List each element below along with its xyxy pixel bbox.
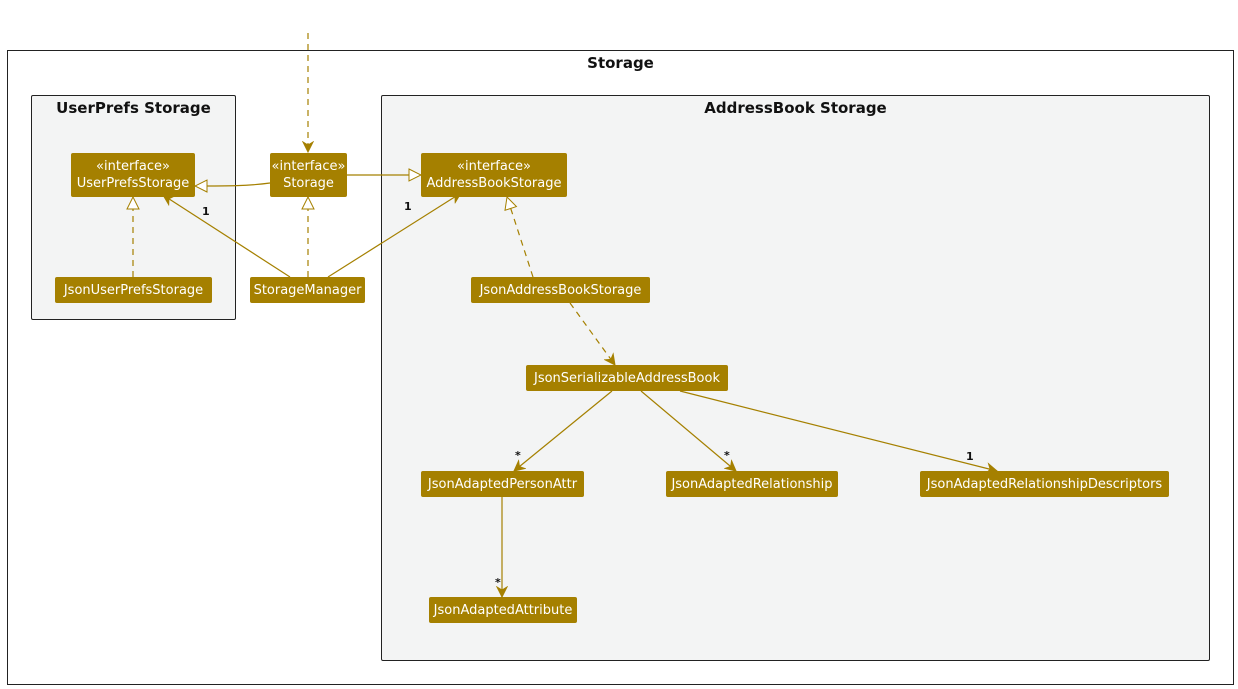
class-json-addressbook-storage[interactable]: JsonAddressBookStorage xyxy=(471,277,650,303)
stereotype-label: «interface» xyxy=(457,159,531,174)
multiplicity-manager-userprefs: 1 xyxy=(202,205,210,218)
class-name: JsonAdaptedPersonAttr xyxy=(427,476,578,492)
class-addressbook-storage[interactable]: «interface» AddressBookStorage xyxy=(421,153,567,197)
class-storage-manager[interactable]: StorageManager xyxy=(250,277,365,303)
class-name: JsonAdaptedRelationshipDescriptors xyxy=(926,476,1163,492)
class-userprefs-storage[interactable]: «interface» UserPrefsStorage xyxy=(71,153,195,197)
multiplicity-relationship: * xyxy=(724,449,730,462)
multiplicity-descriptors: 1 xyxy=(966,450,974,463)
stereotype-label: «interface» xyxy=(271,159,346,174)
stereotype-label: «interface» xyxy=(96,159,170,174)
class-json-adapted-person-attr[interactable]: JsonAdaptedPersonAttr xyxy=(421,471,584,497)
class-name: JsonAddressBookStorage xyxy=(479,282,642,298)
class-name: JsonSerializableAddressBook xyxy=(534,370,720,386)
class-name: JsonAdaptedRelationship xyxy=(671,476,833,492)
class-storage[interactable]: «interface» Storage xyxy=(270,153,347,197)
class-json-serializable-addressbook[interactable]: JsonSerializableAddressBook xyxy=(526,365,728,391)
class-json-adapted-relationship-descriptors[interactable]: JsonAdaptedRelationshipDescriptors xyxy=(920,471,1169,497)
class-json-userprefs-storage[interactable]: JsonUserPrefsStorage xyxy=(55,277,212,303)
class-name: AddressBookStorage xyxy=(426,176,562,191)
userprefs-storage-package-title: UserPrefs Storage xyxy=(56,99,211,117)
class-name: JsonUserPrefsStorage xyxy=(63,282,204,298)
class-name: UserPrefsStorage xyxy=(76,176,190,191)
class-name: StorageManager xyxy=(253,282,362,298)
class-json-adapted-relationship[interactable]: JsonAdaptedRelationship xyxy=(666,471,838,497)
multiplicity-manager-addressbook: 1 xyxy=(404,200,412,213)
class-json-adapted-attribute[interactable]: JsonAdaptedAttribute xyxy=(429,597,577,623)
multiplicity-attribute: * xyxy=(495,576,501,589)
class-name: Storage xyxy=(283,176,334,191)
class-name: JsonAdaptedAttribute xyxy=(433,602,573,618)
multiplicity-personattr: * xyxy=(515,449,521,462)
addressbook-storage-package-title: AddressBook Storage xyxy=(704,99,887,117)
storage-package-title: Storage xyxy=(587,54,654,72)
